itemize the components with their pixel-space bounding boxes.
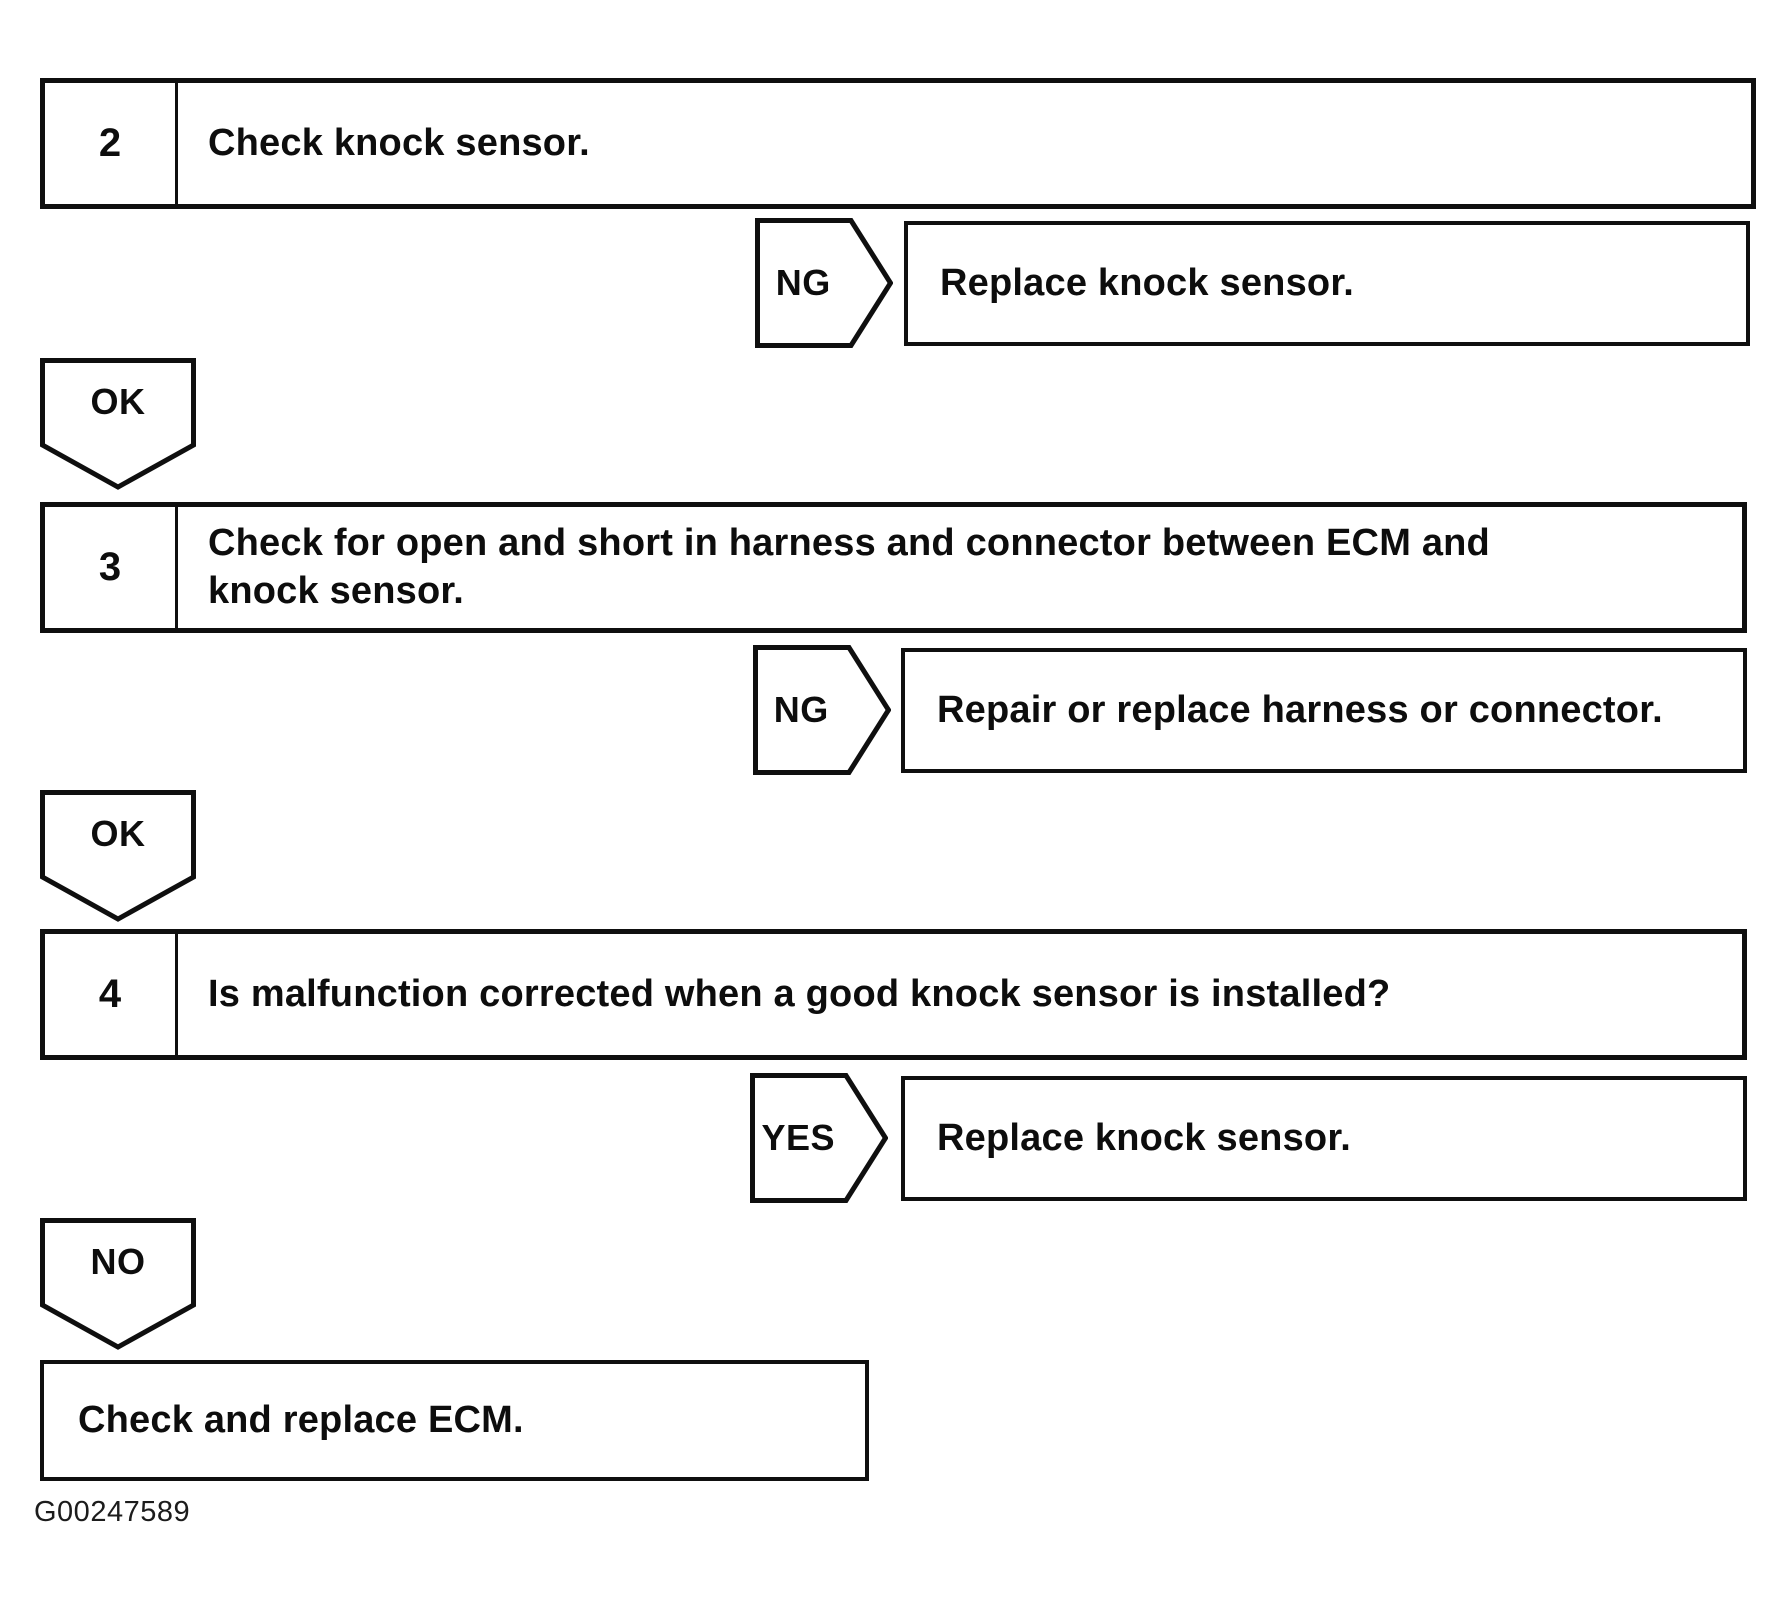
result-box-2: Repair or replace harness or connector. [901, 648, 1747, 773]
right-arrow-pentagon-icon [750, 1073, 888, 1203]
figure-caption: G00247589 [34, 1496, 191, 1528]
down-arrow-pentagon-icon [40, 1218, 196, 1350]
step-box-2: 2 Check knock sensor. [40, 78, 1756, 209]
connector-label: OK [90, 812, 146, 854]
step-text: Check knock sensor. [178, 83, 1751, 204]
step-text: Is malfunction corrected when a good kno… [178, 934, 1742, 1055]
step-instruction: Check for open and short in harness and … [208, 522, 1490, 612]
branch-label: NG [775, 262, 831, 303]
branch-arrow-yes: YES [750, 1073, 888, 1203]
result-box-3: Replace knock sensor. [901, 1076, 1747, 1201]
right-arrow-pentagon-icon [753, 645, 891, 775]
result-text: Repair or replace harness or connector. [937, 689, 1663, 731]
terminal-text: Check and replace ECM. [78, 1399, 524, 1441]
step-text: Check for open and short in harness and … [178, 507, 1742, 628]
connector-label: NO [90, 1240, 146, 1282]
step-number-cell: 3 [45, 507, 178, 628]
step-instruction: Is malfunction corrected when a good kno… [208, 972, 1391, 1015]
down-arrow-pentagon-icon [40, 358, 196, 490]
branch-label: YES [761, 1117, 836, 1158]
step-number-cell: 4 [45, 934, 178, 1055]
result-text: Replace knock sensor. [940, 262, 1354, 304]
branch-arrow-ng-2: NG [753, 645, 891, 775]
result-text: Replace knock sensor. [937, 1117, 1351, 1159]
right-arrow-pentagon-icon [755, 218, 893, 348]
step-box-3: 3 Check for open and short in harness an… [40, 502, 1747, 633]
branch-label: NG [773, 689, 829, 730]
step-number: 3 [98, 545, 122, 589]
step-number: 4 [98, 972, 122, 1016]
connector-arrow-ok-2: OK [40, 790, 196, 922]
terminal-box: Check and replace ECM. [40, 1360, 869, 1481]
result-box-1: Replace knock sensor. [904, 221, 1750, 346]
connector-arrow-no: NO [40, 1218, 196, 1350]
step-box-4: 4 Is malfunction corrected when a good k… [40, 929, 1747, 1060]
branch-arrow-ng-1: NG [755, 218, 893, 348]
step-number-cell: 2 [45, 83, 178, 204]
down-arrow-pentagon-icon [40, 790, 196, 922]
step-instruction: Check knock sensor. [208, 121, 590, 164]
connector-arrow-ok-1: OK [40, 358, 196, 490]
step-number: 2 [98, 121, 122, 165]
connector-label: OK [90, 380, 146, 422]
